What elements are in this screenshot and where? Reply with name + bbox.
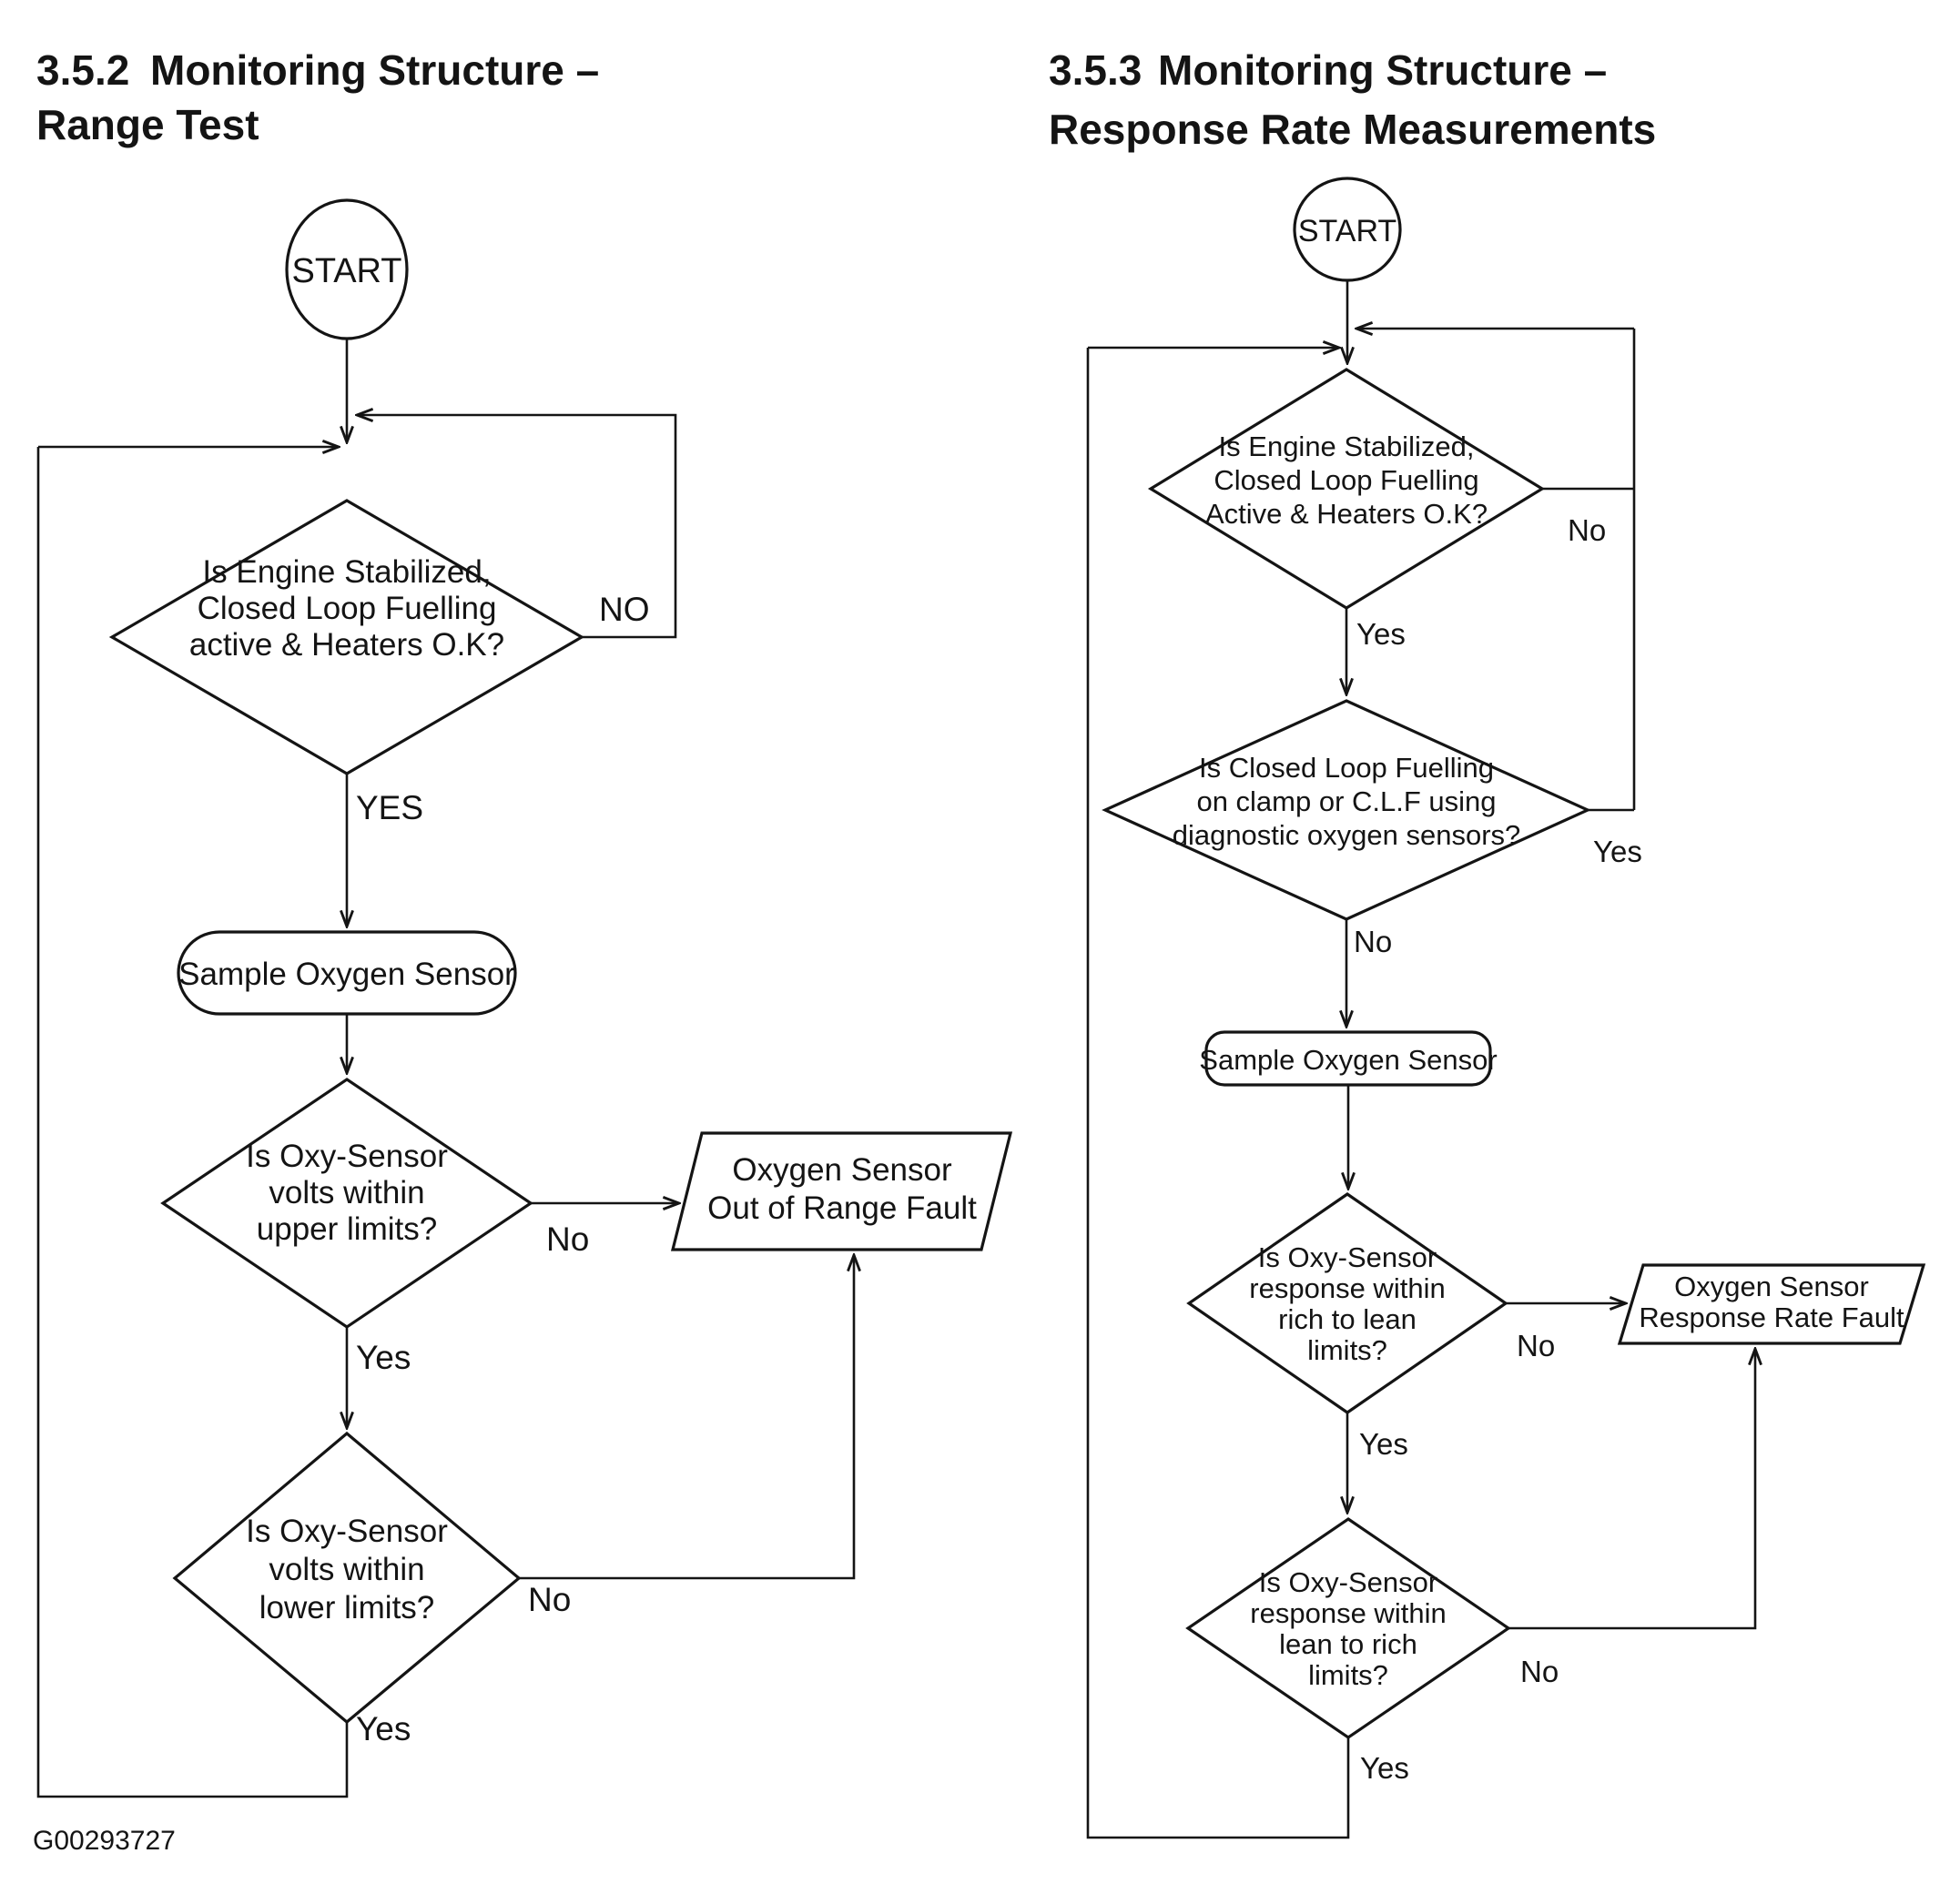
decision-text: response within — [1250, 1597, 1446, 1629]
label-no: No — [1517, 1329, 1555, 1362]
decision-text: diagnostic oxygen sensors? — [1173, 819, 1521, 851]
decision-text: Closed Loop Fuelling — [198, 591, 497, 626]
decision-text: on clamp or C.L.F using — [1196, 785, 1496, 817]
label-no: NO — [599, 591, 650, 628]
process-text: Sample Oxygen Sensor — [178, 957, 515, 992]
edge-no-return-loop — [357, 415, 677, 639]
section-title-line2: Range Test — [36, 101, 259, 148]
start-label: START — [1298, 214, 1396, 248]
process-text: Sample Oxygen Sensor — [1199, 1044, 1497, 1076]
decision-text: volts within — [269, 1175, 424, 1210]
label-yes: Yes — [356, 1710, 411, 1747]
section-title-line2: Response Rate Measurements — [1049, 106, 1656, 153]
label-yes: Yes — [1356, 617, 1406, 651]
output-text: Response Rate Fault — [1639, 1301, 1904, 1333]
decision-text: Is Engine Stabilized, — [202, 554, 491, 590]
section-title-line1: Monitoring Structure – — [1158, 46, 1607, 94]
output-response-rate-fault — [1617, 1263, 1926, 1345]
edge-yes-loop — [1086, 348, 1350, 1839]
edge-lean-no-to-fault — [1508, 1349, 1755, 1630]
decision-text: limits? — [1307, 1334, 1387, 1366]
label-no: No — [1354, 925, 1392, 958]
decision-text: Active & Heaters O.K? — [1205, 498, 1488, 530]
label-yes: Yes — [1360, 1751, 1409, 1785]
decision-text: Is Engine Stabilized, — [1219, 430, 1475, 462]
decision-text: Is Oxy-Sensor — [246, 1139, 448, 1174]
decision-text: Closed Loop Fuelling — [1214, 464, 1478, 496]
decision-text: lower limits? — [259, 1590, 435, 1625]
output-text: Out of Range Fault — [707, 1190, 977, 1226]
output-out-of-range-fault — [670, 1131, 1013, 1251]
edge-lower-no-to-fault — [519, 1255, 854, 1580]
edge-yes-loop — [36, 447, 349, 1798]
decision-text: volts within — [269, 1552, 424, 1587]
decision-text: Is Oxy-Sensor — [1258, 1241, 1437, 1273]
label-no: No — [1520, 1655, 1559, 1688]
output-text: Oxygen Sensor — [1674, 1271, 1869, 1302]
section-title-line1: Monitoring Structure – — [150, 46, 599, 94]
decision-text: upper limits? — [257, 1211, 437, 1247]
label-no: No — [546, 1220, 589, 1258]
section-number: 3.5.3 — [1049, 46, 1142, 94]
decision-text: active & Heaters O.K? — [189, 627, 504, 663]
section-number: 3.5.2 — [36, 46, 129, 94]
label-yes: Yes — [1593, 835, 1642, 868]
decision-text: rich to lean — [1278, 1303, 1417, 1335]
decision-text: limits? — [1308, 1659, 1388, 1691]
decision-text: Is Oxy-Sensor — [246, 1514, 448, 1549]
label-yes: YES — [356, 789, 423, 826]
label-no: No — [1568, 513, 1606, 547]
decision-text: lean to rich — [1279, 1628, 1417, 1660]
label-no: No — [528, 1581, 571, 1618]
decision-text: Is Oxy-Sensor — [1259, 1566, 1437, 1598]
label-yes: Yes — [1359, 1427, 1408, 1461]
start-label: START — [291, 252, 401, 290]
label-yes: Yes — [356, 1339, 411, 1376]
decision-text: Is Closed Loop Fuelling — [1199, 752, 1494, 784]
output-text: Oxygen Sensor — [732, 1152, 952, 1188]
figure-label: G00293727 — [33, 1826, 176, 1856]
decision-text: response within — [1249, 1272, 1445, 1304]
